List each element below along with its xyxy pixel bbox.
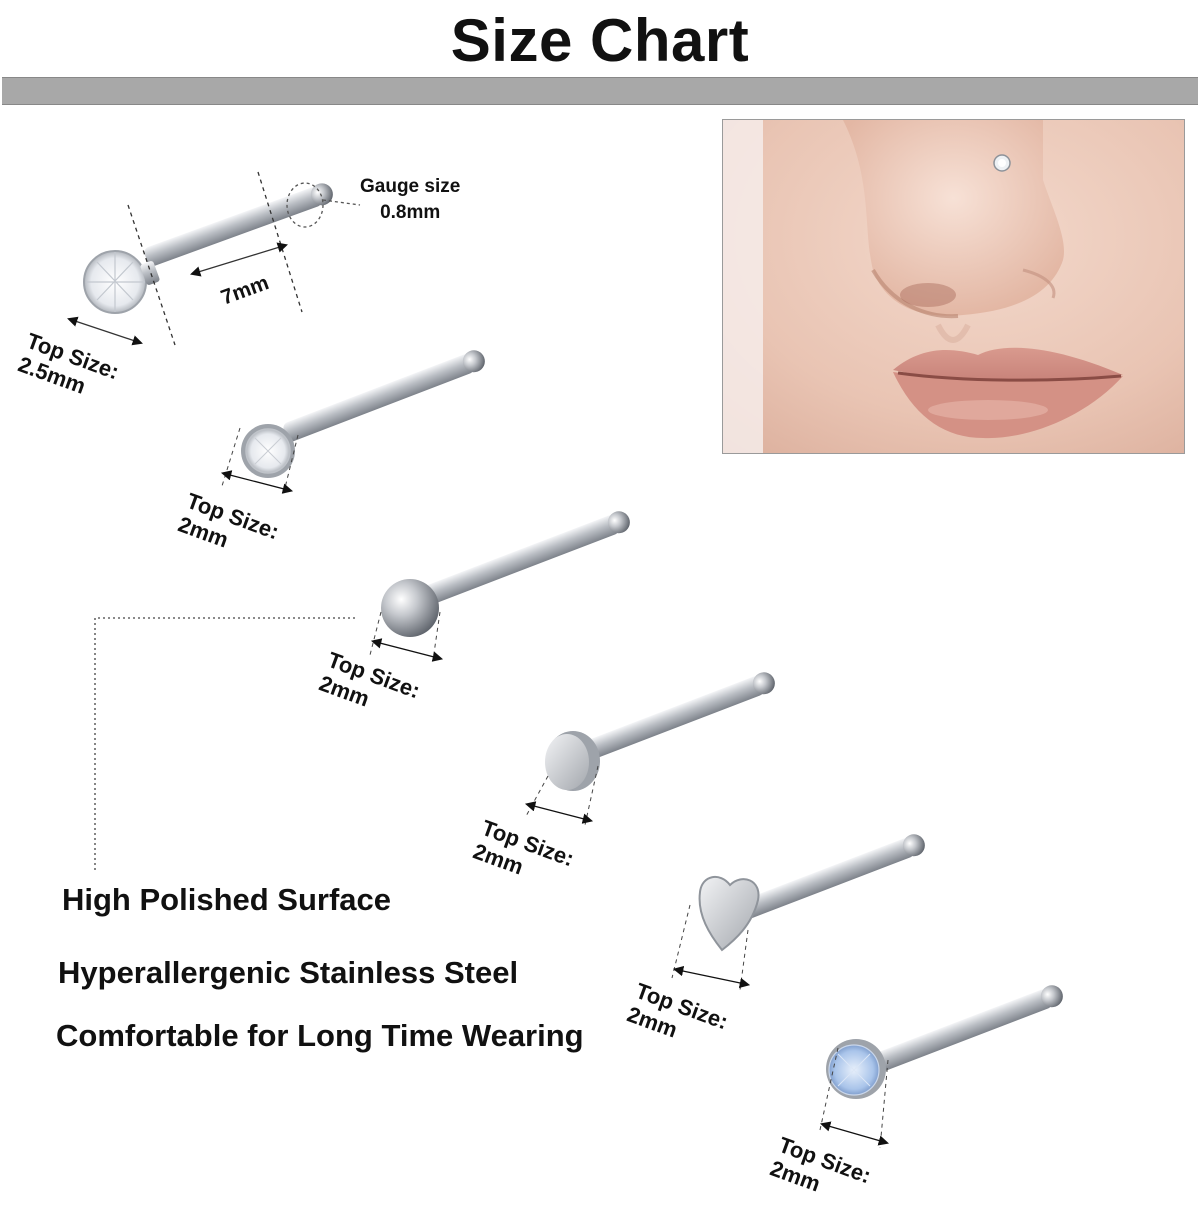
feature-polished-surface: High Polished Surface [62,882,392,917]
stud-3-ball [369,511,630,662]
length-dimension [67,171,303,346]
nose-stud-model-photo [722,119,1185,454]
feature-comfortable-wear: Comfortable for Long Time Wearing [56,1018,584,1053]
stud-2-crystal-bezel [220,350,485,497]
stud-4-flat-disc [524,672,775,826]
gauge-size-label: Gauge size 0.8mm [360,174,460,226]
feature-connector-line [94,617,358,870]
feature-stainless-steel: Hyperallergenic Stainless Steel [58,955,519,990]
title-divider-bar [2,77,1198,105]
stud-5-heart [671,834,925,991]
gauge-size-value: 0.8mm [380,202,441,223]
stud-1-crystal-prong [83,183,333,314]
page-title: Size Chart [450,7,750,74]
gauge-size-title: Gauge size [360,176,461,197]
stud-6-blue-crystal-bezel [819,985,1063,1149]
gauge-indicator [286,182,361,228]
